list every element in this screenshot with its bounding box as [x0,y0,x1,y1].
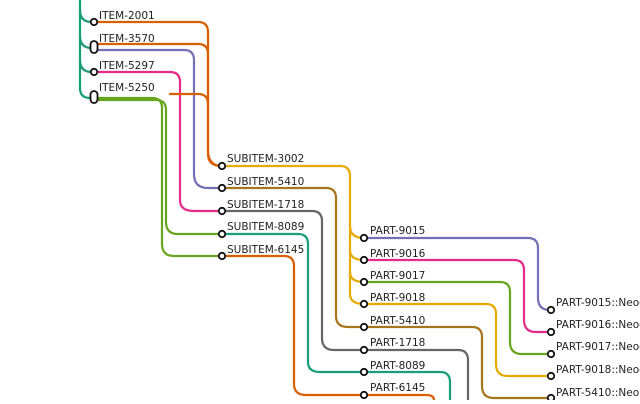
node-label: SUBITEM-6145 [227,244,304,256]
station-marker [361,279,367,285]
node-label: PART-5410 [370,315,425,327]
node-leaf-5410[interactable]: PART-5410::Neo [548,387,639,400]
route-orange-part-6145 [364,395,434,400]
station-marker [361,235,367,241]
station-marker [361,324,367,330]
station-marker [219,231,225,237]
node-label: SUBITEM-3002 [227,153,304,165]
station-marker [91,19,97,25]
node-leaf-9018[interactable]: PART-9018::Neod [548,364,640,379]
node-label: PART-5410::Neo [556,387,639,399]
stations: ITEM-2001 ITEM-3570 ITEM-5297 ITEM-5250 … [91,10,640,400]
station-marker [361,301,367,307]
station-marker [548,351,554,357]
node-label: SUBITEM-1718 [227,199,304,211]
route-green-5250-a [94,100,222,234]
station-marker [219,185,225,191]
route-green-trunk-c [80,60,92,72]
station-marker [548,329,554,335]
station-marker [219,253,225,259]
route-green-5250-b [94,98,222,256]
node-label: PART-9018 [370,292,425,304]
route-green-trunk-a [80,10,92,22]
station-marker [361,257,367,263]
node-label: PART-9016 [370,248,426,260]
node-label: SUBITEM-5410 [227,176,304,188]
node-label: PART-9016::Neod [556,319,640,331]
node-label: ITEM-2001 [99,10,155,22]
station-marker [548,395,554,400]
node-leaf-9015[interactable]: PART-9015::Neod [548,297,640,313]
node-label: PART-9018::Neod [556,364,640,376]
node-label: ITEM-5250 [99,82,155,94]
node-label: ITEM-5297 [99,60,155,72]
node-label: PART-9017::Neod [556,341,640,353]
node-label: ITEM-3570 [99,33,155,45]
station-marker [361,392,367,398]
station-marker [219,208,225,214]
node-label: SUBITEM-8089 [227,221,304,233]
node-leaf-9017[interactable]: PART-9017::Neod [548,341,640,357]
station-marker [91,69,97,75]
node-label: PART-9017 [370,270,425,282]
station-marker [91,41,98,53]
route-orange-5250 [170,94,208,104]
route-yellow-3002-b [350,226,364,260]
node-label: PART-6145 [370,382,425,394]
station-marker [548,307,554,313]
node-label: PART-1718 [370,337,425,349]
station-marker [219,163,225,169]
node-label: PART-9015 [370,225,425,237]
node-label: PART-9015::Neod [556,297,640,309]
station-marker [91,91,98,103]
station-marker [548,373,554,379]
station-marker [361,369,367,375]
node-label: PART-8089 [370,360,425,372]
station-marker [361,347,367,353]
node-leaf-9016[interactable]: PART-9016::Neod [548,319,640,335]
